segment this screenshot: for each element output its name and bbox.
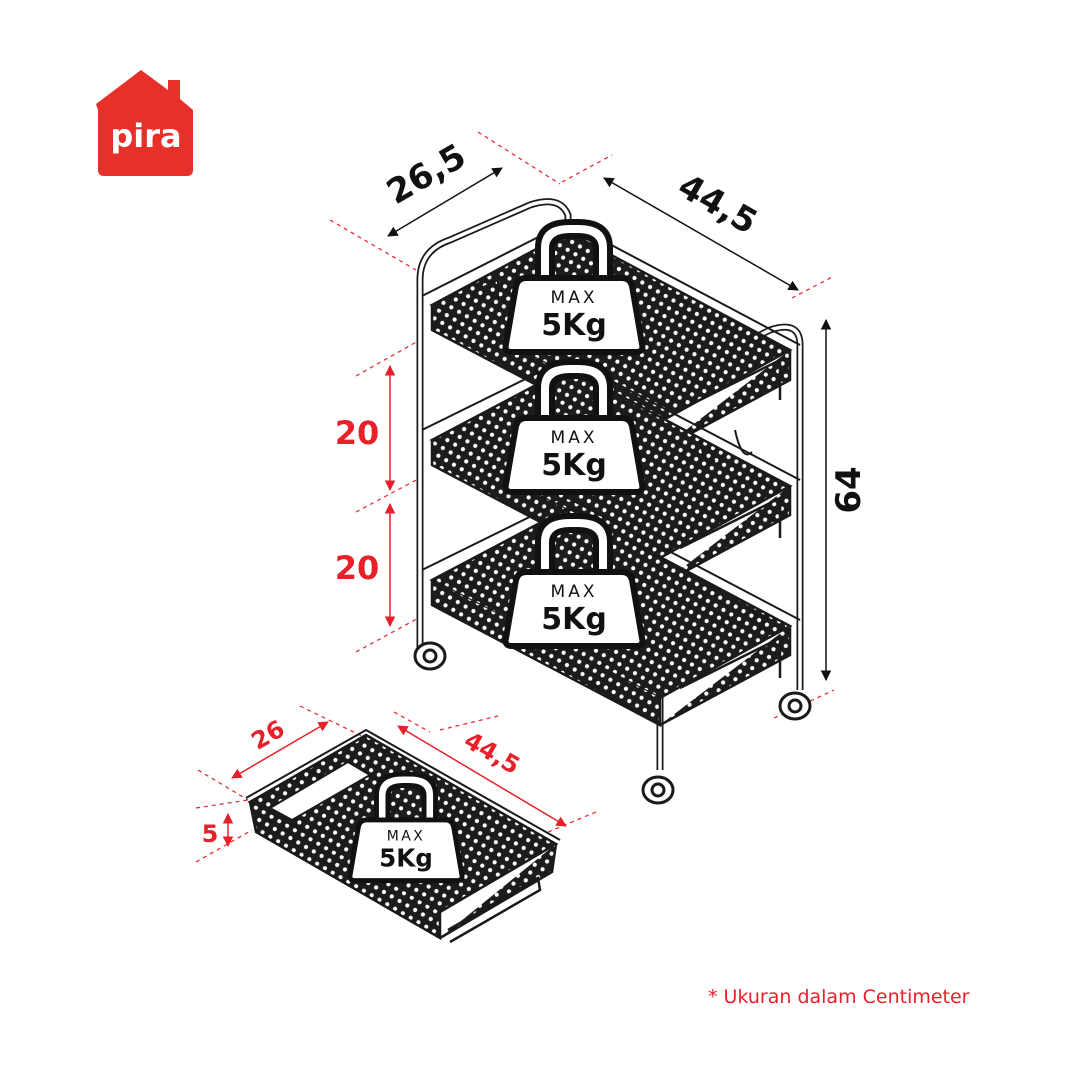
- weight-badge-line1: MAX: [551, 428, 598, 448]
- weight-badge-line1: MAX: [551, 582, 598, 602]
- pira-logo: pira: [96, 70, 193, 176]
- weight-badge-line1: MAX: [387, 828, 426, 844]
- basket-width-label: 44,5: [459, 726, 524, 780]
- weight-icon: MAX 5Kg: [506, 222, 643, 352]
- logo-house-shape: [96, 70, 193, 176]
- basket-depth-label: 26: [247, 715, 290, 756]
- weight-badge-line1: MAX: [551, 288, 598, 308]
- weight-icon: MAX 5Kg: [350, 774, 462, 881]
- basket-dimension-arrows: [222, 721, 567, 848]
- footnote: * Ukuran dalam Centimeter: [708, 986, 970, 1008]
- weight-badge-line2: 5Kg: [541, 448, 607, 483]
- tier-spacing-label-upper: 20: [335, 414, 380, 452]
- cart-depth-label: 26,5: [380, 136, 473, 213]
- weight-badge-line2: 5Kg: [541, 308, 607, 343]
- cart-wheels: [413, 641, 812, 805]
- weight-icon: MAX 5Kg: [506, 516, 643, 646]
- weight-badge-line2: 5Kg: [379, 844, 433, 873]
- cart-dimension-arrows: [384, 167, 832, 682]
- weight-icon: MAX 5Kg: [506, 362, 643, 492]
- tier-spacing-label-lower: 20: [335, 549, 380, 587]
- cart-height-label: 64: [829, 466, 869, 513]
- logo-text: pira: [110, 117, 181, 155]
- weight-badge-line2: 5Kg: [541, 602, 607, 637]
- basket-height-label: 5: [202, 820, 219, 848]
- cart-width-label: 44,5: [671, 166, 764, 243]
